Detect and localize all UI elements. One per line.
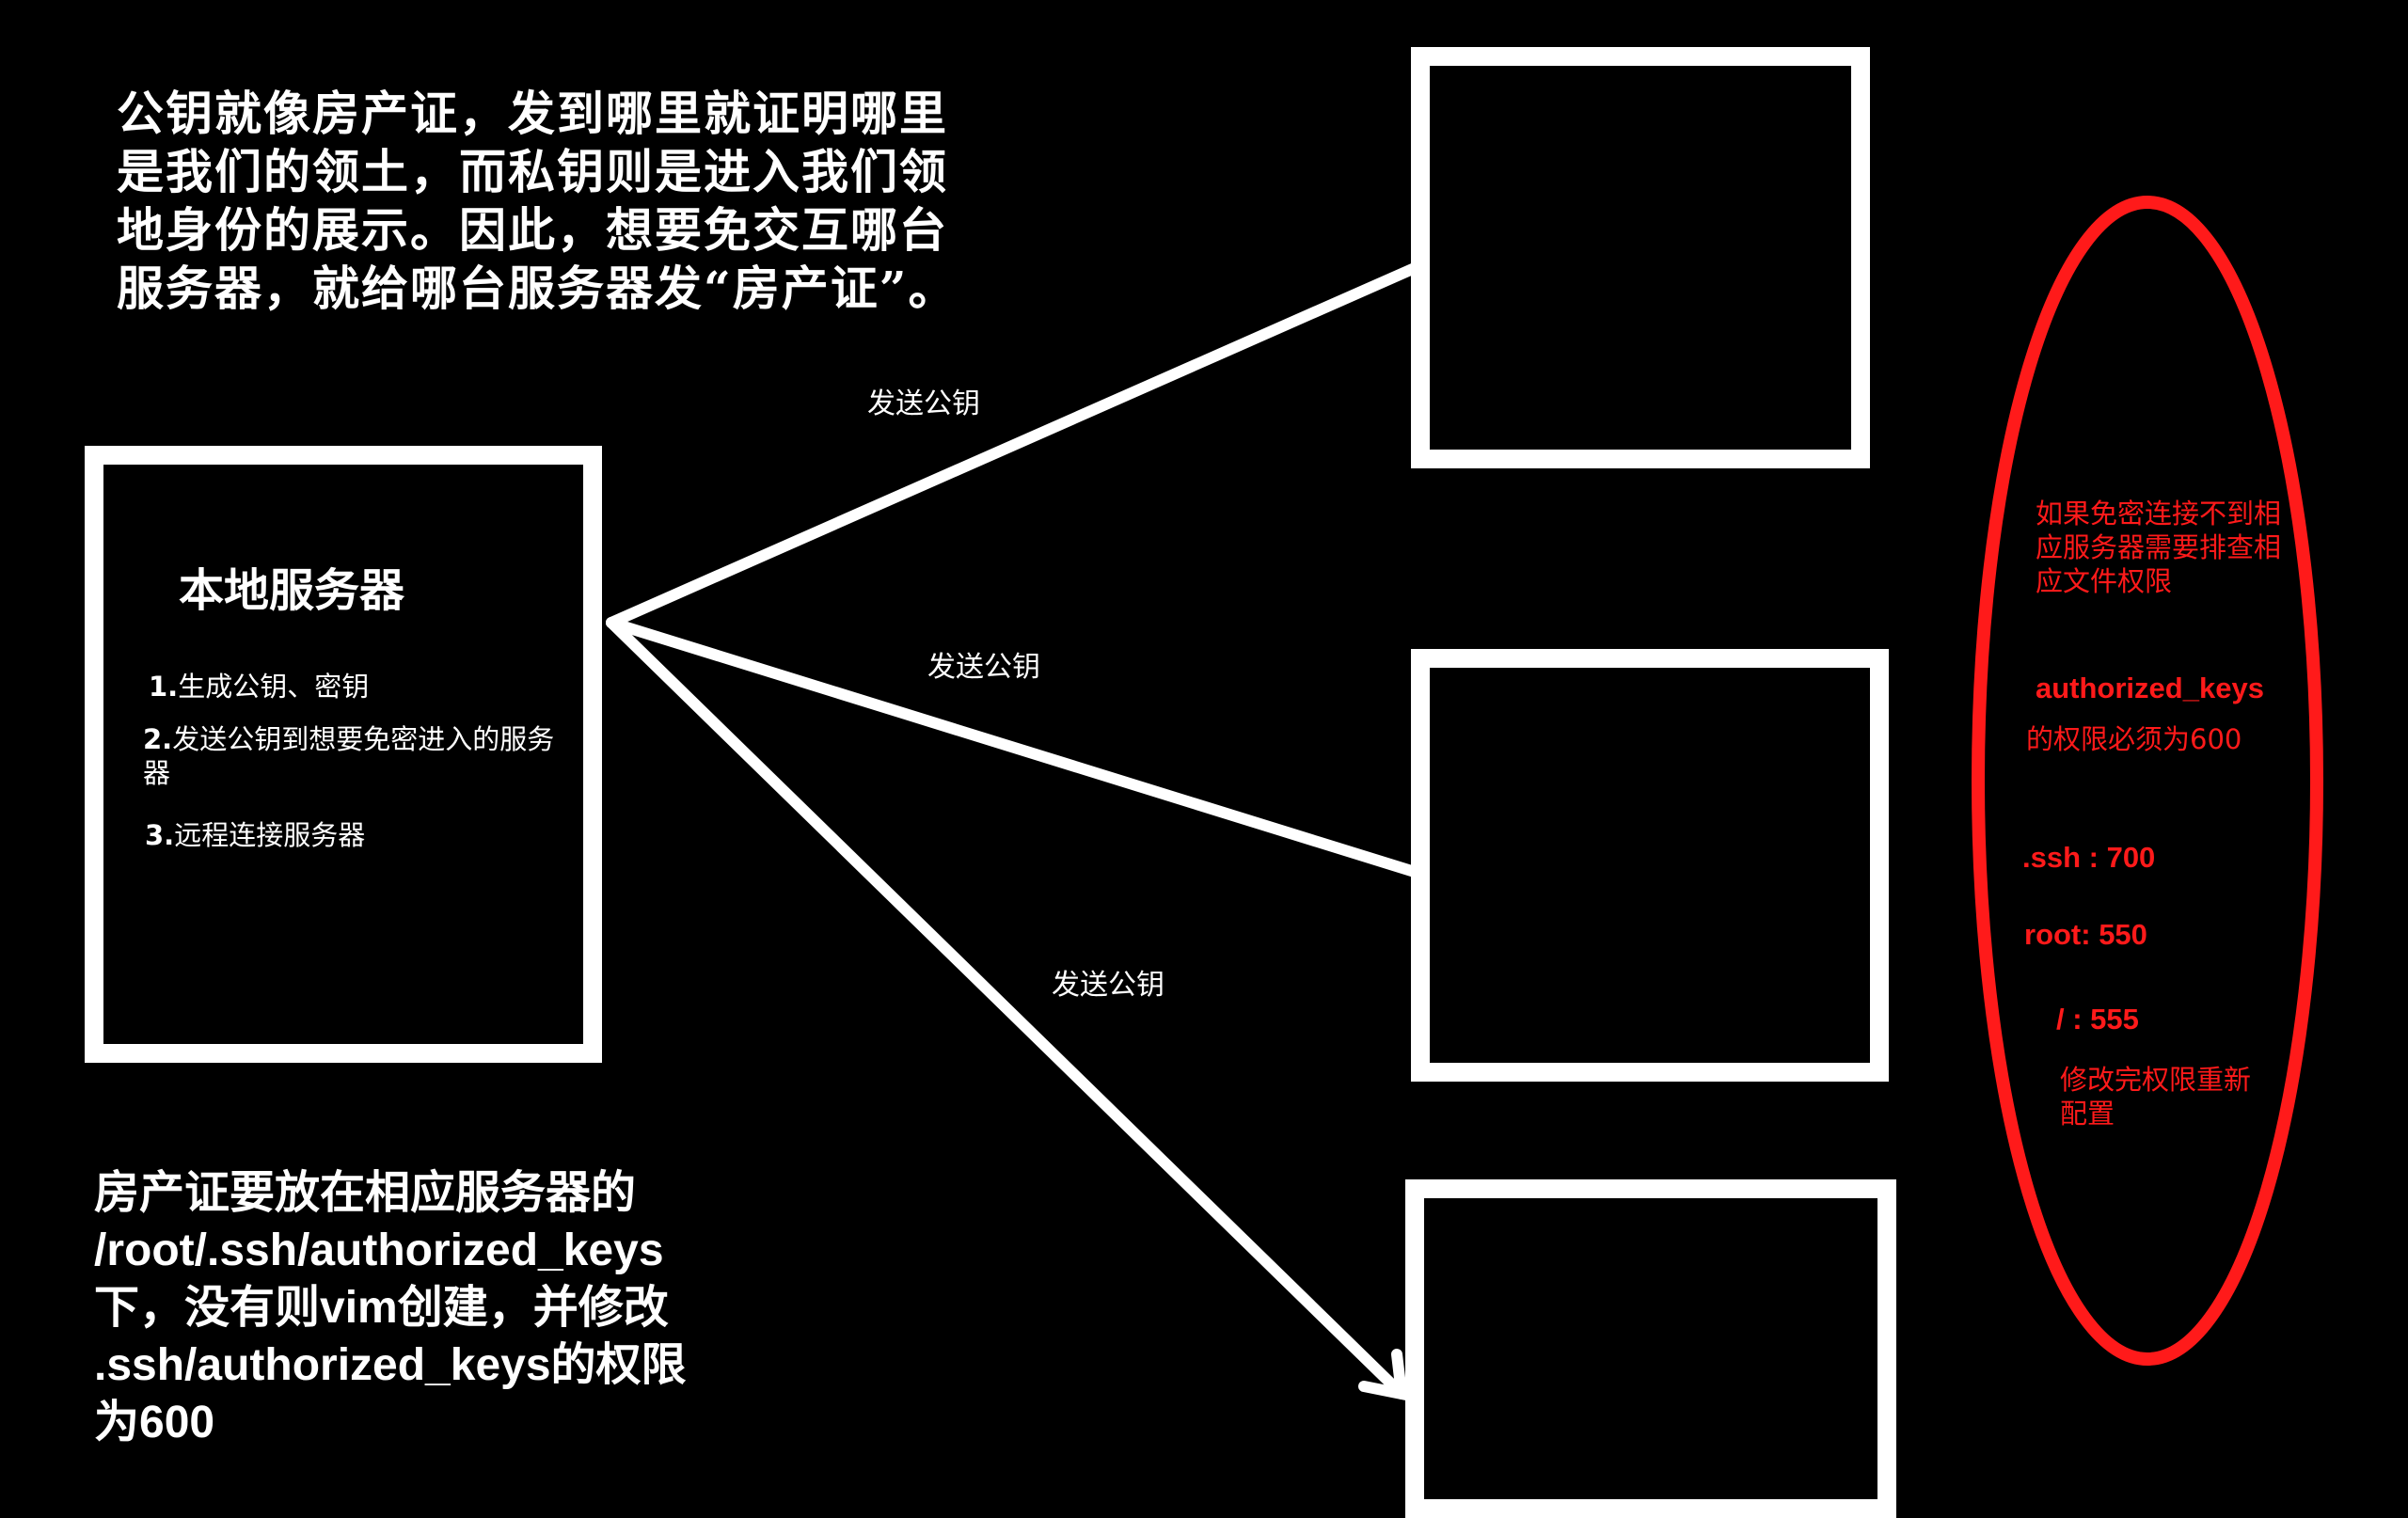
- arrow-label-2: 发送公钥: [927, 651, 1040, 684]
- step-2-text: 发送公钥到想要免密进入的服务器: [143, 723, 555, 789]
- note-line-4: .ssh/authorized_keys的权限: [94, 1340, 687, 1390]
- slash-permission: / : 555: [2056, 1003, 2139, 1036]
- arrow-to-server-3: [606, 617, 1408, 1401]
- highlight-ellipse: [1972, 196, 2323, 1366]
- step-2: 2.发送公钥到想要免密进入的服务器: [143, 722, 557, 790]
- intro-text: 公钥就像房产证，发到哪里就证明哪里是我们的领土，而私钥则是进入我们领地身份的展示…: [117, 86, 958, 316]
- remote-server-box-2: [1411, 649, 1889, 1082]
- step-3: 3.远程连接服务器: [145, 818, 365, 852]
- authorized-keys-note: 房产证要放在相应服务器的 /root/.ssh/authorized_keys …: [94, 1164, 771, 1451]
- step-3-number: 3.: [145, 819, 175, 851]
- authorized-keys-filename: authorized_keys: [2036, 672, 2264, 704]
- troubleshoot-note: 如果免密连接不到相应服务器需要排查相应文件权限: [2036, 498, 2282, 597]
- arrow-label-1: 发送公钥: [867, 387, 980, 420]
- file-perm-text: 的权限必须为600: [2026, 723, 2242, 755]
- arrow-to-server-2: [606, 617, 1484, 909]
- local-server-box: [85, 446, 602, 1063]
- root-permission: root: 550: [2024, 918, 2147, 951]
- step-3-text: 远程连接服务器: [174, 819, 366, 851]
- note-line-2: /root/.ssh/authorized_keys: [94, 1225, 664, 1275]
- step-1-text: 生成公钥、密钥: [178, 671, 370, 703]
- remote-server-box-3: [1405, 1179, 1896, 1518]
- step-1: 1.生成公钥、密钥: [149, 670, 369, 704]
- note-line-5: 为600: [94, 1398, 215, 1447]
- local-server-title: 本地服务器: [179, 564, 405, 617]
- reconfigure-note: 修改完权限重新配置: [2060, 1064, 2252, 1130]
- note-line-3: 下，没有则vim创建，并修改: [94, 1283, 669, 1333]
- remote-server-box-1: [1411, 47, 1870, 468]
- step-2-number: 2.: [143, 723, 173, 755]
- ssh-permission: .ssh : 700: [2022, 841, 2156, 874]
- step-1-number: 1.: [149, 671, 179, 703]
- authorized-keys-permission: 的权限必须为600: [2026, 722, 2242, 756]
- arrow-label-3: 发送公钥: [1052, 969, 1164, 1002]
- note-line-1: 房产证要放在相应服务器的: [94, 1168, 637, 1218]
